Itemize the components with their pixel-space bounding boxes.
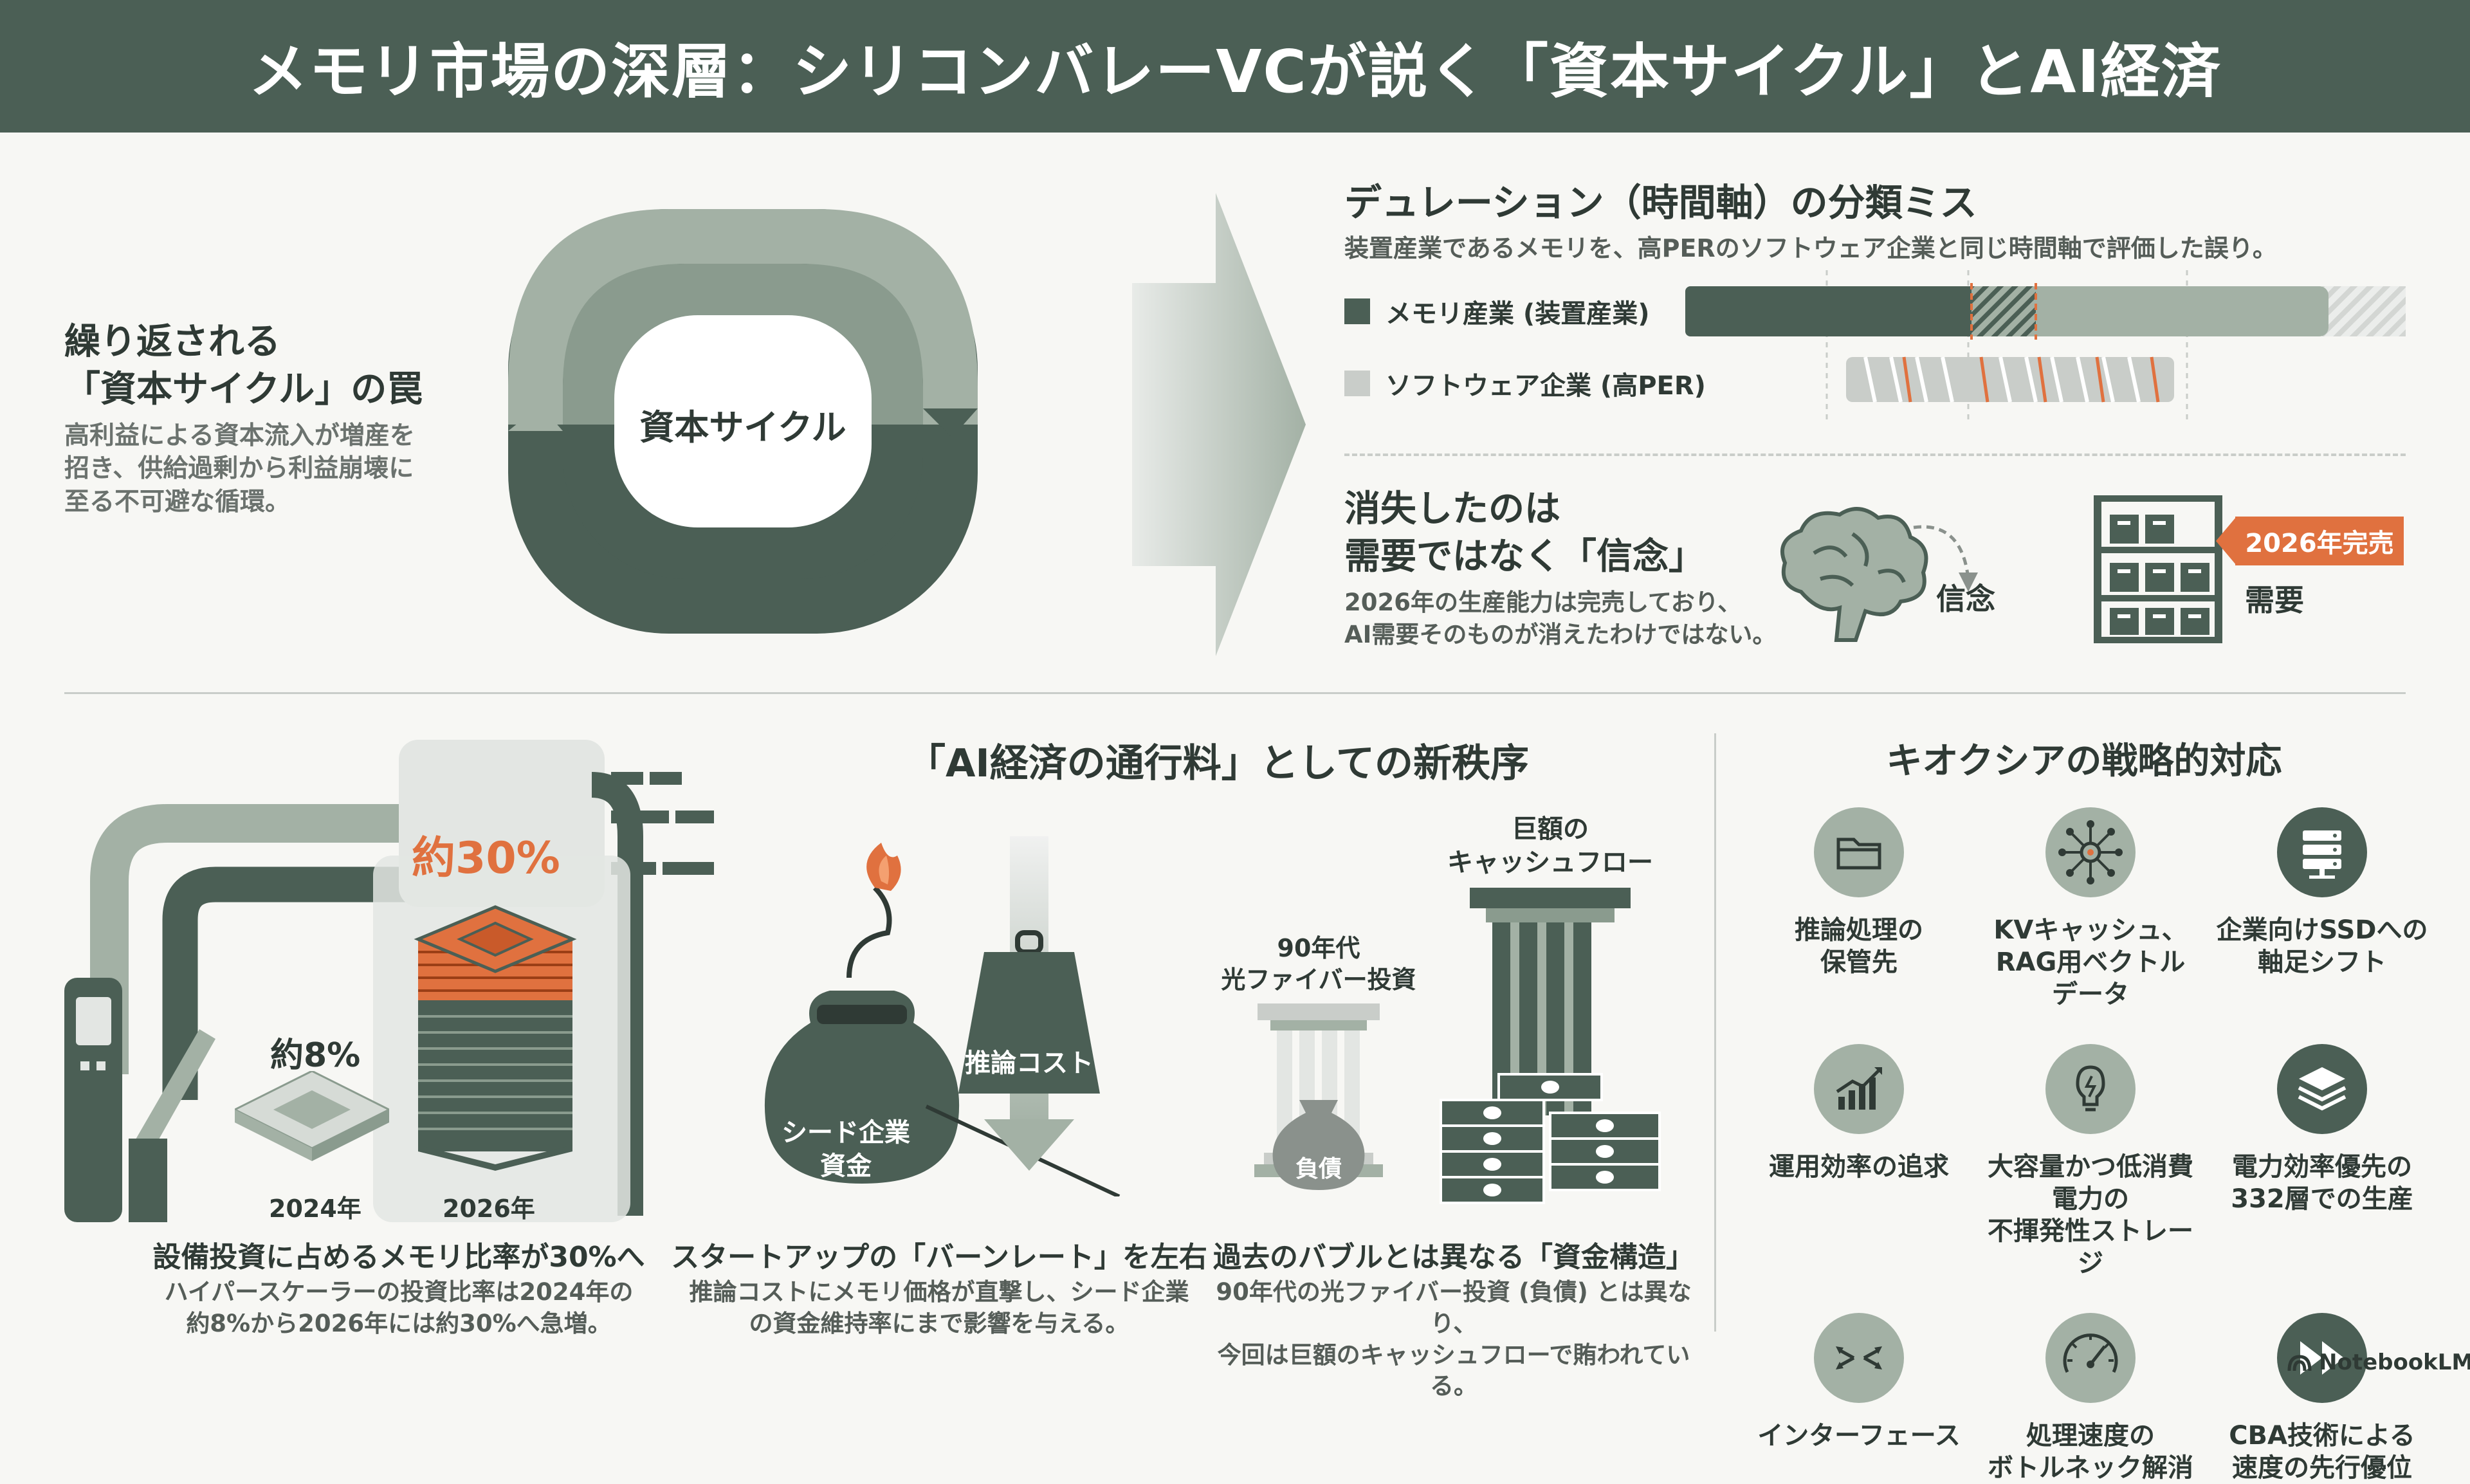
caption3-title: 過去のバブルとは異なる「資金構造」 [1213, 1241, 1694, 1274]
kioxia-item-enterprise-ssd: 企業向けSSDへの軸足シフト [2216, 807, 2428, 1011]
growth-chart-icon [1814, 1044, 1904, 1134]
small-pillar-illustration [1254, 1003, 1383, 1190]
kioxia-item-efficiency: 運用効率の追求 [1753, 1044, 1965, 1279]
money-bag-illustration [764, 843, 1121, 1196]
section-divider-dashed [1344, 453, 2406, 456]
large-pillar-cashflow-illustration [1440, 888, 1661, 1204]
caption2-title: スタートアップの「バーンレート」を左右 [671, 1241, 1207, 1274]
kioxia-item-label: 企業向けSSDへの軸足シフト [2216, 915, 2428, 977]
legend-swatch-memory [1344, 298, 1370, 324]
lightbulb-icon [2045, 1044, 2136, 1134]
cycle-heading: 繰り返される 「資本サイクル」の罠 [64, 321, 423, 410]
kioxia-item-label: 運用効率の追求 [1769, 1152, 1949, 1182]
cashflow-label: 巨額の キャッシュフロー [1447, 814, 1653, 877]
debt-label: 負債 [1295, 1156, 1342, 1182]
weight-label: 推論コスト [965, 1049, 1093, 1078]
kioxia-item-label: KVキャッシュ、RAG用ベクトルデータ [1993, 915, 2188, 1009]
toll-heading: 「AI経済の通行料」としての新秩序 [907, 741, 1529, 786]
section-divider [64, 692, 2406, 694]
capital-cycle-ring [508, 209, 978, 634]
inference-weight-illustration [958, 836, 1100, 1171]
folder-icon [1814, 807, 1904, 897]
warehouse-shelf-icon [2094, 495, 2222, 643]
duration-heading: デュレーション（時間軸）の分類ミス [1344, 181, 1977, 224]
chip-stack-2026 [414, 905, 577, 1171]
page-title: メモリ市場の深層：シリコンバレーVCが説く「資本サイクル」とAI経済 [248, 37, 2222, 106]
legend-memory: メモリ産業 (装置産業) [1344, 293, 1650, 330]
kioxia-grid: 推論処理の保管先 KVキャッシュ、RAG用ベクトルデータ 企業向けSSDへの軸足… [1743, 807, 2438, 1484]
duration-bars [1685, 270, 2406, 425]
fiber-label: 90年代 光ファイバー投資 [1221, 934, 1416, 994]
layers-icon [2277, 1044, 2367, 1134]
caption3-desc: 90年代の光ファイバー投資 (負債) とは異なり、 今回は巨額のキャッシュフロー… [1216, 1278, 1692, 1400]
kioxia-item-label: CBA技術による速度の先行優位 [2229, 1421, 2415, 1483]
network-node-icon [2045, 807, 2136, 897]
kioxia-item-interface: インターフェース [1753, 1313, 1965, 1484]
chip-stack-2024 [235, 1071, 389, 1161]
vertical-divider [1714, 733, 1716, 1332]
duration-subtitle: 装置産業であるメモリを、高PERのソフトウェア企業と同じ時間軸で評価した誤り。 [1344, 234, 2277, 262]
kioxia-item-bottleneck: 処理速度のボトルネック解消 [1984, 1313, 2197, 1484]
pct-2024: 約8% [270, 1036, 361, 1075]
legend-swatch-software [1344, 371, 1370, 396]
notebooklm-logo-icon [2287, 1355, 2312, 1371]
belief-description: 2026年の生産能力は完売しており、 AI需要そのものが消えたわけではない。 [1344, 589, 1777, 648]
caption2-desc: 推論コストにメモリ価格が直撃し、シード企業 の資金維持率にまで影響を与える。 [689, 1278, 1189, 1337]
label-2026: 2026年 [443, 1195, 535, 1223]
caption1-desc: ハイパースケーラーの投資比率は2024年の 約8%から2026年には約30%へ急… [164, 1278, 634, 1337]
kioxia-item-label: 大容量かつ低消費電力の不揮発性ストレージ [1988, 1152, 2193, 1278]
pct-2026: 約30% [412, 833, 560, 884]
label-2024: 2024年 [269, 1195, 361, 1223]
bag-label: シード企業 資金 [782, 1118, 910, 1181]
soldout-tag-pointer [2216, 517, 2237, 565]
interface-arrows-icon [1814, 1313, 1904, 1403]
kioxia-item-cba: CBA技術による速度の先行優位 [2216, 1313, 2428, 1484]
demand-label: 需要 [2245, 583, 2304, 618]
legend-software: ソフトウェア企業 (高PER) [1344, 365, 1706, 402]
kioxia-item-low-power: 大容量かつ低消費電力の不揮発性ストレージ [1984, 1044, 2197, 1279]
kioxia-item-label: 推論処理の保管先 [1795, 915, 1923, 977]
speedometer-icon [2045, 1313, 2136, 1403]
brain-icon [1780, 507, 1978, 642]
cycle-description: 高利益による資本流入が増産を 招き、供給過剰から利益崩壊に 至る不可避な循環。 [64, 421, 415, 517]
caption1-title: 設備投資に占めるメモリ比率が30%へ [152, 1241, 645, 1274]
cycle-center-label: 資本サイクル [639, 407, 846, 448]
server-icon [2277, 807, 2367, 897]
kioxia-item-kv-cache: KVキャッシュ、RAG用ベクトルデータ [1984, 807, 2197, 1011]
brand-footer: NotebookLM [2287, 1350, 2470, 1375]
soldout-tag: 2026年完売 [2235, 517, 2404, 565]
flow-arrow [1132, 193, 1306, 656]
title-bar: メモリ市場の深層：シリコンバレーVCが説く「資本サイクル」とAI経済 [0, 0, 2470, 133]
belief-label: 信念 [1936, 582, 1995, 616]
belief-heading: 消失したのは 需要ではなく「信念」 [1344, 488, 1705, 578]
kioxia-heading: キオクシアの戦略的対応 [1886, 740, 2282, 782]
kioxia-item-label: 処理速度のボトルネック解消 [1988, 1421, 2193, 1483]
kioxia-item-label: インターフェース [1757, 1421, 1961, 1451]
kioxia-item-storage: 推論処理の保管先 [1753, 807, 1965, 1011]
